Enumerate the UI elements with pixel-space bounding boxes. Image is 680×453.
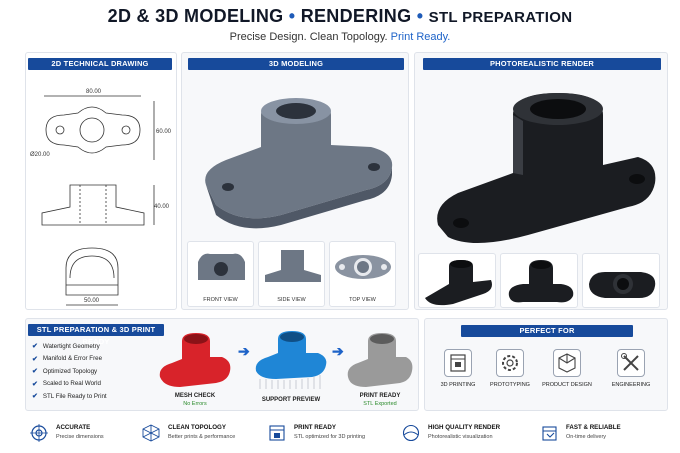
tools-icon (617, 349, 645, 377)
black-render-image (437, 93, 656, 244)
feature-title: HIGH QUALITY RENDER (428, 424, 501, 431)
render-badge: PHOTOREALISTIC RENDER (423, 58, 661, 70)
check-icon: ✔ (32, 368, 38, 376)
feature-fast-reliable: FAST & RELIABLE On-time delivery (540, 421, 650, 447)
render-thumb-3-image (589, 272, 656, 298)
arrow-right-icon: ➔ (238, 343, 250, 359)
feature-subtitle: Precise dimensions (56, 434, 104, 440)
front-view-label: FRONT VIEW (203, 297, 238, 303)
perfect-for-panel: PERFECT FOR 3D PRINTING PROTOTYPING PROD… (424, 318, 668, 411)
perfect-label: PRODUCT DESIGN (542, 382, 592, 388)
printer-icon (444, 349, 472, 377)
checklist-item: ✔Scaled to Real World (32, 380, 101, 388)
stl-badge: STL PREPARATION & 3D PRINT READY (28, 324, 164, 346)
perfect-label: ENGINEERING (611, 382, 651, 388)
page-title: 2D & 3D MODELING • RENDERING • STL PREPA… (0, 6, 680, 27)
feature-subtitle: On-time delivery (566, 434, 607, 440)
perfect-item-prototyping: PROTOTYPING (485, 349, 535, 388)
modeling-panel: 3D MODELING FRONT VIEW SIDE VIEW TOP VIE… (181, 52, 409, 310)
dim-side-label: 40.00 (154, 204, 170, 210)
print-ready-status: STL Exported (363, 401, 397, 407)
subtitle-highlight: Print Ready. (390, 31, 451, 43)
render-icon (402, 424, 420, 442)
print-icon (269, 425, 285, 441)
feature-high-quality-render: HIGH QUALITY RENDER Photorealistic visua… (402, 421, 540, 447)
checklist-item: ✔Optimized Topology (32, 367, 98, 376)
fast-icon (542, 426, 557, 441)
top-view-image (335, 255, 391, 279)
side-view-thumb[interactable]: SIDE VIEW (258, 241, 325, 307)
dim-diameter-label: Ø20.00 (30, 152, 50, 158)
mesh-check-status: No Errors (183, 401, 207, 407)
feature-subtitle: Photorealistic visualization (428, 434, 493, 440)
perfect-label: PROTOTYPING (490, 382, 530, 388)
check-icon: ✔ (32, 343, 38, 351)
dim-width-label: 80.00 (86, 89, 102, 95)
mesh-icon (142, 424, 160, 442)
stl-checklist: ✔Watertight Geometry ✔Manifold & Error F… (32, 340, 107, 403)
support-preview-image (255, 331, 327, 389)
front-view-thumb[interactable]: FRONT VIEW (187, 241, 254, 307)
render-thumb-3[interactable] (582, 253, 660, 308)
top-view-thumb[interactable]: TOP VIEW (329, 241, 396, 307)
render-thumb-2[interactable] (500, 253, 578, 308)
perfect-item-printing: 3D PRINTING (433, 349, 483, 388)
cube-icon (553, 349, 581, 377)
check-icon: ✔ (32, 380, 38, 388)
target-icon (30, 424, 48, 442)
title-rendering: RENDERING (300, 6, 412, 26)
title-separator: • (288, 6, 296, 26)
checklist-item: ✔Manifold & Error Free (32, 355, 103, 363)
render-thumb-2-image (508, 260, 574, 303)
gray-model-image (205, 98, 393, 229)
title-stl: STL PREPARATION (428, 9, 573, 26)
print-ready-image (347, 333, 413, 387)
print-ready-title: PRINT READY (359, 393, 401, 399)
gear-icon (496, 349, 524, 377)
technical-drawing: 80.00 60.00 Ø20.00 40.00 50.00 (30, 89, 172, 306)
dim-height-label: 60.00 (156, 129, 172, 135)
dim-bottom-label: 50.00 (84, 298, 100, 304)
feature-title: PRINT READY (294, 424, 336, 431)
render-panel: PHOTOREALISTIC RENDER (414, 52, 668, 310)
checklist-item: ✔Watertight Geometry (32, 342, 100, 351)
title-modeling: 2D & 3D MODELING (107, 6, 284, 26)
feature-title: ACCURATE (56, 424, 91, 431)
title-separator: • (416, 6, 424, 26)
arrow-right-icon: ➔ (332, 343, 344, 359)
perfect-label: 3D PRINTING (440, 382, 476, 388)
check-icon: ✔ (32, 355, 38, 363)
render-thumb-1-image (425, 260, 492, 306)
front-view-image (198, 253, 245, 280)
mesh-check-title: MESH CHECK (174, 393, 216, 399)
check-icon: ✔ (32, 393, 38, 401)
feature-title: CLEAN TOPOLOGY (168, 424, 226, 431)
subtitle-text: Precise Design. Clean Topology. (229, 31, 388, 43)
top-view-label: TOP VIEW (349, 297, 376, 303)
feature-print-ready: PRINT READY STL optimized for 3D printin… (268, 421, 402, 447)
drawing-panel: 2D TECHNICAL DRAWING 80.00 60.00 Ø20.00 … (25, 52, 177, 310)
drawing-badge: 2D TECHNICAL DRAWING (28, 58, 172, 70)
modeling-badge: 3D MODELING (188, 58, 404, 70)
perfect-item-product-design: PRODUCT DESIGN (537, 349, 597, 388)
stl-panel: STL PREPARATION & 3D PRINT READY ✔Watert… (25, 318, 419, 411)
feature-subtitle: STL optimized for 3D printing (294, 434, 366, 440)
feature-subtitle: Better prints & performance (168, 434, 236, 440)
feature-clean-topology: CLEAN TOPOLOGY Better prints & performan… (142, 421, 272, 447)
side-view-image (265, 250, 321, 282)
side-view-label: SIDE VIEW (277, 297, 306, 303)
perfect-item-engineering: ENGINEERING (601, 349, 661, 388)
footer-features: ACCURATE Precise dimensions CLEAN TOPOLO… (30, 421, 660, 447)
checklist-item: ✔STL File Ready to Print (32, 392, 107, 401)
mesh-check-image (159, 333, 231, 387)
perfect-for-badge: PERFECT FOR (461, 325, 633, 337)
feature-title: FAST & RELIABLE (566, 424, 621, 431)
feature-accurate: ACCURATE Precise dimensions (30, 421, 140, 447)
page-subtitle: Precise Design. Clean Topology. Print Re… (0, 31, 680, 43)
render-thumb-1[interactable] (418, 253, 496, 308)
support-preview-title: SUPPORT PREVIEW (261, 397, 321, 403)
